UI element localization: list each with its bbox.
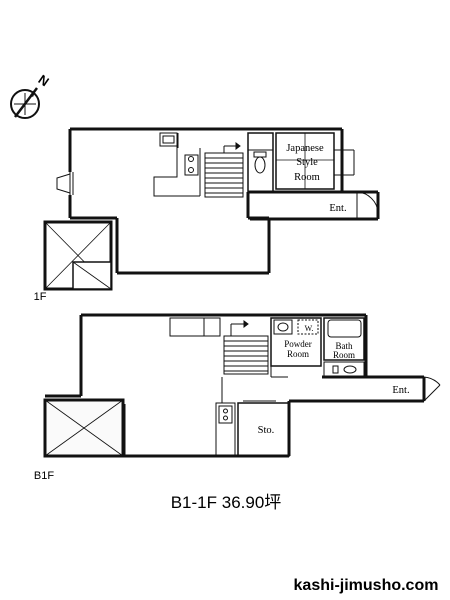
entrance-door-b1f <box>423 376 441 402</box>
window-1f-left <box>56 172 74 195</box>
kitchen-1f <box>153 132 201 197</box>
washer-label: W. <box>305 324 314 333</box>
entrance-label-1f: Ent. <box>329 203 346 214</box>
void-b1f <box>43 398 125 458</box>
japanese-room-label-line2: Style <box>296 157 318 168</box>
storage-label: Sto. <box>258 425 275 436</box>
void-1f <box>43 220 113 291</box>
floor-plan-b1f: Sto. W. Powder Room Bath Room Ent. B <box>34 313 441 482</box>
powder-room-label-line1: Powder <box>284 339 312 349</box>
compass-north-label: N <box>36 72 52 90</box>
kitchenette-b1f <box>215 377 236 457</box>
staircase-1f <box>204 142 244 198</box>
japanese-room <box>275 132 355 190</box>
japanese-room-label-line1: Japanese <box>286 143 324 154</box>
floor-plan-1f: Japanese Style Room Ent. 1F <box>34 127 380 303</box>
floor-label-b1f: B1F <box>34 470 54 482</box>
staircase-b1f <box>223 320 269 375</box>
area-summary: B1-1F 36.90坪 <box>171 493 282 512</box>
website-url: kashi-jimusho.com <box>294 577 439 594</box>
storage-b1f <box>237 400 290 457</box>
counter-b1f <box>169 317 221 337</box>
japanese-room-label-line3: Room <box>294 172 320 183</box>
toilet-1f <box>247 132 274 193</box>
entrance-door-1f <box>356 191 379 219</box>
floor-label-1f: 1F <box>34 291 47 303</box>
compass-icon: N <box>10 72 52 119</box>
bath-room-label-line1: Bath <box>336 341 353 351</box>
bath-room-label-line2: Room <box>333 350 355 360</box>
powder-room-label-line2: Room <box>287 349 309 359</box>
bath-room <box>323 317 365 378</box>
entrance-label-b1f: Ent. <box>392 385 409 396</box>
powder-room <box>270 317 322 378</box>
